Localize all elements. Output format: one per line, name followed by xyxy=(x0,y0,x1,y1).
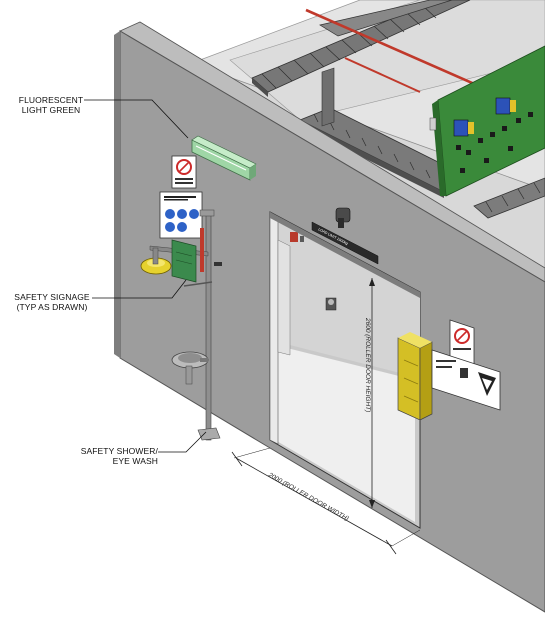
roller-door-opening xyxy=(269,211,421,529)
safety-sign-left xyxy=(159,155,203,239)
electrical-panel xyxy=(429,45,545,197)
door-beacon xyxy=(335,207,351,228)
callout-leaders xyxy=(84,99,207,453)
callout-safety-shower: SAFETY SHOWER/ EYE WASH xyxy=(62,446,158,466)
callout-fluorescent-line2: LIGHT GREEN xyxy=(21,105,81,115)
callout-shower-line1: SAFETY SHOWER/ xyxy=(80,446,158,456)
safety-sign-right xyxy=(431,319,501,411)
safety-shower-eye-wash xyxy=(140,209,222,441)
callout-signage-line1: SAFETY SIGNAGE xyxy=(14,292,90,302)
dimension-height: 2600 (ROLLER DOOR HEIGHT) xyxy=(364,278,375,508)
cable-trays xyxy=(251,0,545,219)
callout-signage-line2: (TYP AS DRAWN) xyxy=(16,302,88,312)
callout-fluorescent-line1: FLUORESCENT xyxy=(18,95,84,105)
height-dimension-label: 2600 (ROLLER DOOR HEIGHT) xyxy=(364,317,371,412)
callout-fluorescent-light: FLUORESCENT LIGHT GREEN xyxy=(8,95,94,115)
callout-shower-line2: EYE WASH xyxy=(112,456,158,466)
yellow-cabinet xyxy=(397,332,433,421)
callout-safety-signage: SAFETY SIGNAGE (TYP AS DRAWN) xyxy=(6,292,98,312)
fluorescent-light-green xyxy=(191,135,257,181)
